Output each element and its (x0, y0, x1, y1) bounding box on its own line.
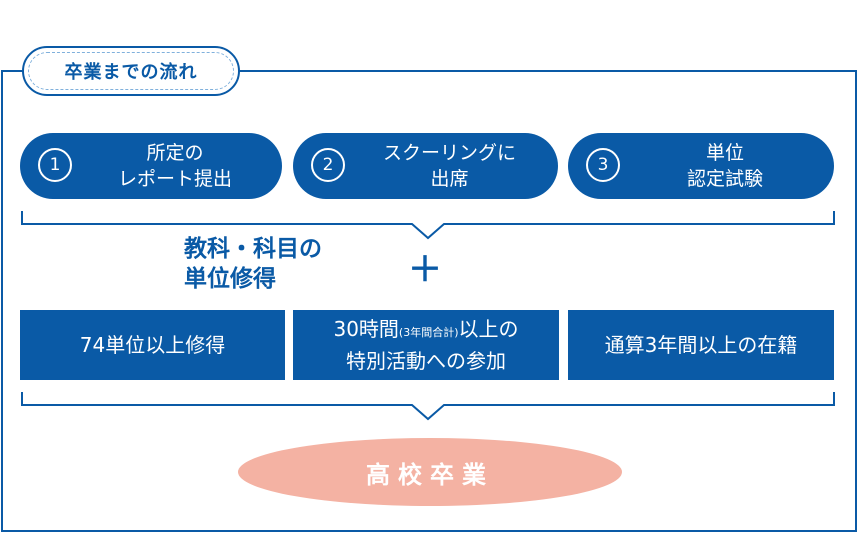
credit-acquisition-label: 教科・科目の 単位修得 (184, 234, 322, 294)
step-label-line1: 所定の (146, 142, 204, 164)
graduation-goal: 高校卒業 (238, 438, 622, 506)
requirement-text: 74単位以上修得 (79, 333, 226, 357)
step-label: 単位 認定試験 (626, 133, 824, 199)
requirement-text-line1: 30時間(3年間合計)以上の (333, 315, 518, 347)
step-number-2: 2 (311, 148, 345, 182)
requirement-credits: 74単位以上修得 (20, 310, 285, 380)
hours-note: (3年間合計) (398, 326, 459, 339)
step-label: 所定の レポート提出 (78, 133, 272, 199)
step-label-line2: レポート提出 (117, 168, 232, 190)
requirement-activities: 30時間(3年間合計)以上の 特別活動への参加 (293, 310, 559, 380)
step-schooling: 2 スクーリングに 出席 (293, 133, 558, 199)
requirement-text-line2: 特別活動への参加 (346, 349, 506, 373)
title-text: 卒業までの流れ (64, 62, 198, 83)
step-number-3: 3 (586, 148, 620, 182)
step-label-line2: 出席 (430, 168, 469, 190)
graduation-text: 高校卒業 (366, 460, 494, 489)
step-number-1: 1 (38, 148, 72, 182)
title-badge-dashed-border (28, 52, 234, 90)
title-badge: 卒業までの流れ (22, 46, 240, 96)
step-exam: 3 単位 認定試験 (568, 133, 834, 199)
credit-acquisition-line1: 教科・科目の (184, 236, 322, 262)
hours-text: 30時間 (333, 317, 399, 341)
plus-icon: ＋ (408, 250, 442, 290)
step-label: スクーリングに 出席 (351, 133, 548, 199)
step-label-line1: 単位 (705, 142, 744, 164)
hours-suffix: 以上の (458, 317, 519, 341)
step-label-line2: 認定試験 (686, 168, 763, 190)
step-label-line1: スクーリングに (382, 142, 516, 164)
requirement-text: 通算3年間以上の在籍 (604, 333, 798, 357)
requirement-enrollment: 通算3年間以上の在籍 (568, 310, 834, 380)
flow-frame (1, 70, 857, 532)
upper-brace (21, 211, 835, 240)
credit-acquisition-line2: 単位修得 (184, 266, 276, 292)
step-report: 1 所定の レポート提出 (20, 133, 282, 199)
lower-brace (21, 392, 835, 421)
